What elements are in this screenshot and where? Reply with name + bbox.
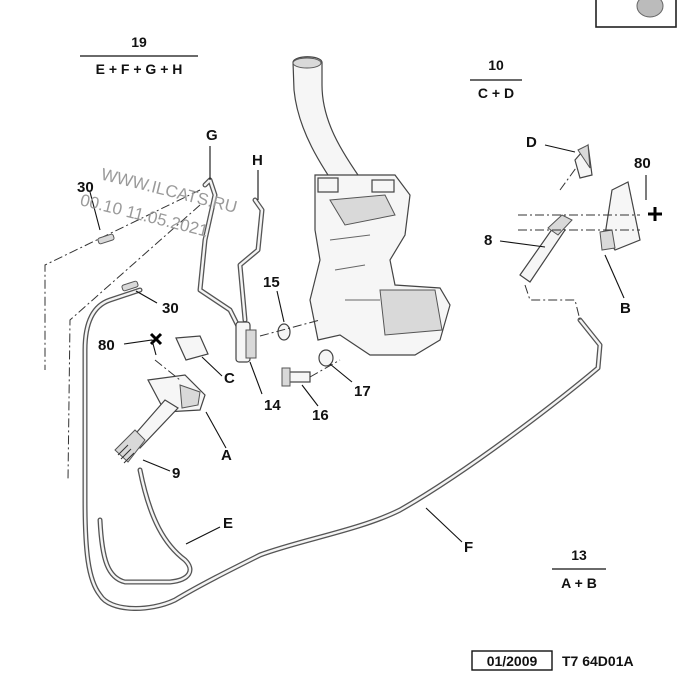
callout-19-components: E + F + G + H <box>96 61 183 77</box>
callout-13[interactable]: 13 <box>571 547 587 563</box>
callout-9[interactable]: 9 <box>172 465 180 482</box>
callout-c[interactable]: C <box>224 370 235 387</box>
callout-30-upper[interactable]: 30 <box>77 179 94 196</box>
footer: 01/2009 T7 64D01A <box>471 650 634 671</box>
footer-date: 01/2009 <box>487 653 538 669</box>
screw <box>281 359 341 387</box>
callout-15[interactable]: 15 <box>263 274 280 291</box>
callout-14[interactable]: 14 <box>264 397 281 414</box>
callout-13-components: A + B <box>561 575 597 591</box>
callout-a[interactable]: A <box>221 447 232 464</box>
watermark: WWW.ILCATS.RU 00.10 11.05.2021 <box>78 165 239 241</box>
right-nozzle-assembly <box>518 143 641 321</box>
left-nozzle-assembly <box>114 335 209 464</box>
plus-mark-icon <box>648 207 662 221</box>
leader-lines <box>89 144 647 545</box>
date-box <box>471 650 553 671</box>
callout-b[interactable]: B <box>620 300 631 317</box>
hose-clip-lower <box>121 280 139 292</box>
callout-g[interactable]: G <box>206 127 218 144</box>
pump-seal <box>259 319 321 341</box>
hose-clip-upper <box>97 233 115 245</box>
nut <box>318 349 334 367</box>
callout-19[interactable]: 19 <box>131 34 147 50</box>
callout-f[interactable]: F <box>464 539 473 556</box>
callout-80-right[interactable]: 80 <box>634 155 651 172</box>
callout-16[interactable]: 16 <box>312 407 329 424</box>
washer-reservoir <box>292 56 451 356</box>
callout-d[interactable]: D <box>526 134 537 151</box>
callout-17[interactable]: 17 <box>354 383 371 400</box>
corner-thumbnail-icon[interactable] <box>595 0 677 28</box>
callout-e[interactable]: E <box>223 515 233 532</box>
footer-code: T7 64D01A <box>562 653 634 669</box>
callout-80-left[interactable]: 80 <box>98 337 115 354</box>
washer-pump <box>235 321 257 363</box>
callout-30-lower[interactable]: 30 <box>162 300 179 317</box>
callout-10-components: C + D <box>478 85 514 101</box>
callout-h[interactable]: H <box>252 152 263 169</box>
callout-10[interactable]: 10 <box>488 57 504 73</box>
callout-8[interactable]: 8 <box>484 232 492 249</box>
